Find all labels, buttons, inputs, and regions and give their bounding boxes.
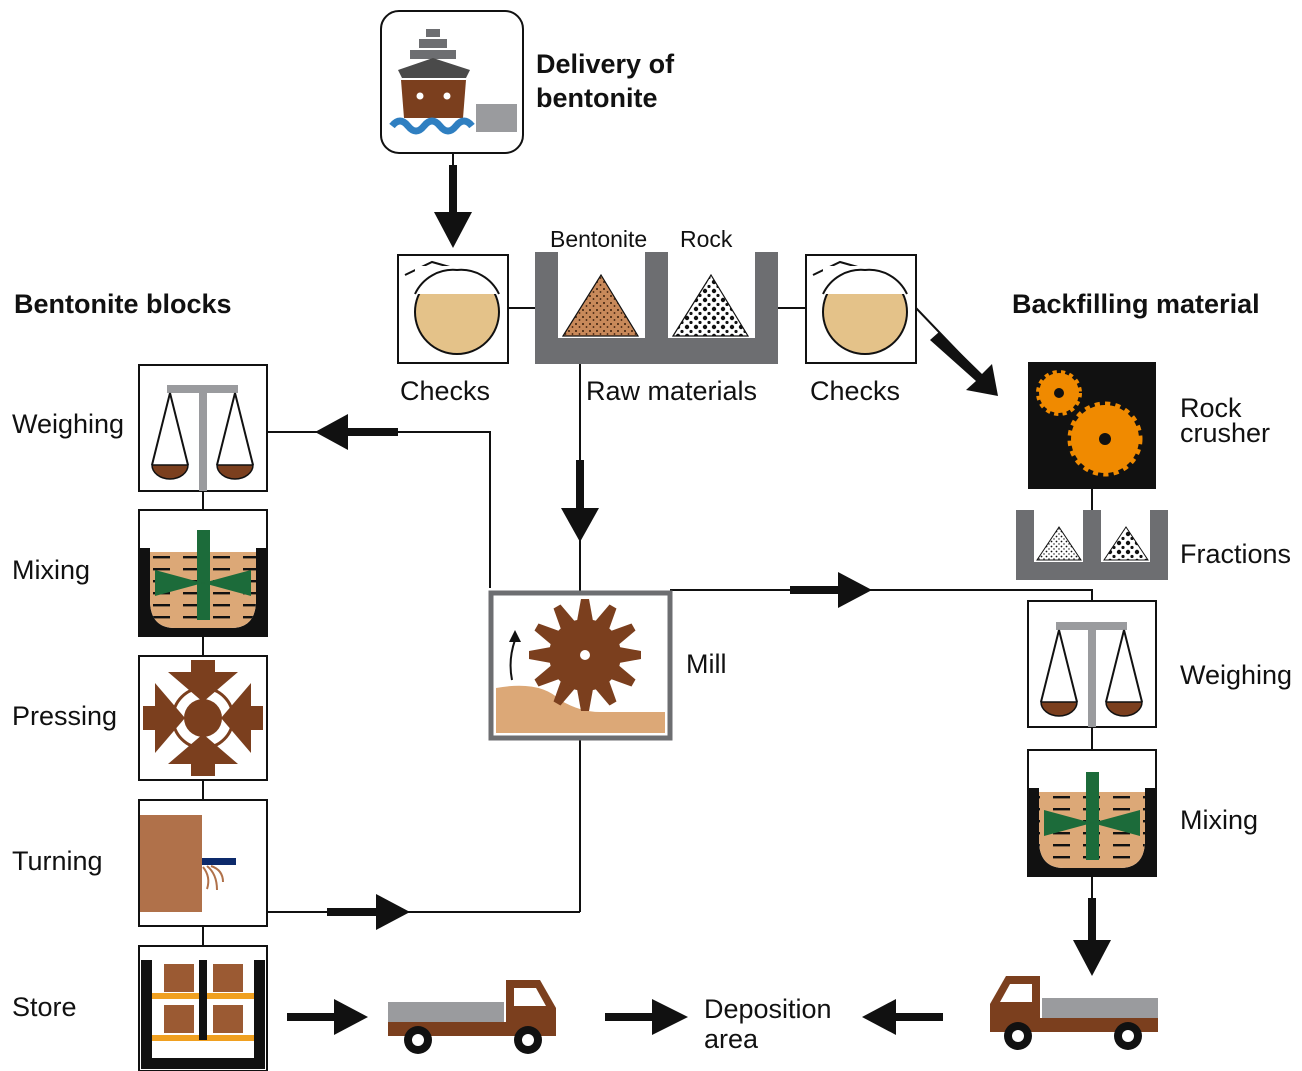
label-weighing-left: Weighing — [12, 409, 125, 439]
label-checks-left: Checks — [400, 376, 491, 406]
label-rock-crusher-line1: Rock — [1180, 393, 1242, 423]
rock-crusher-icon — [1028, 362, 1156, 489]
heading-backfilling-material: Backfilling material — [1012, 289, 1260, 319]
heading-delivery-line2: bentonite — [536, 83, 658, 113]
label-mill: Mill — [686, 649, 727, 679]
mill-icon — [488, 590, 673, 741]
heading-delivery-line1: Delivery of — [536, 49, 675, 79]
label-mixing-right: Mixing — [1180, 805, 1259, 835]
arrow-turning-to-mill — [376, 894, 410, 930]
label-store: Store — [12, 992, 77, 1022]
scale-icon-left — [138, 364, 268, 492]
label-checks-right: Checks — [810, 376, 901, 406]
label-rock-crusher-line2: crusher — [1180, 418, 1271, 448]
label-turning: Turning — [12, 846, 103, 876]
arrow-store-to-truck — [334, 999, 368, 1035]
arrow-truck-to-deposition — [652, 999, 688, 1035]
arrows — [287, 165, 1111, 1035]
arrow-mixing-to-truck — [1073, 940, 1111, 976]
arrow-mill-to-weighing — [315, 414, 348, 450]
label-rock: Rock — [680, 226, 733, 252]
ship-icon — [380, 10, 524, 154]
label-bentonite: Bentonite — [550, 226, 648, 252]
mixer-icon-right — [1027, 749, 1157, 877]
label-fractions: Fractions — [1180, 539, 1292, 569]
arrow-backfill-truck-to-deposition — [862, 999, 896, 1035]
store-icon — [138, 945, 268, 1071]
checks-left-icon — [397, 254, 509, 364]
label-deposition-line2: area — [704, 1024, 759, 1054]
label-deposition-line1: Deposition — [704, 994, 832, 1024]
mixer-icon-left — [138, 509, 268, 637]
truck-right-icon — [990, 976, 1158, 1050]
label-weighing-right: Weighing — [1180, 660, 1293, 690]
arrow-mill-to-backfill — [838, 572, 872, 608]
lathe-icon — [138, 799, 268, 927]
fractions-bins — [1016, 510, 1168, 580]
truck-left-icon — [388, 980, 556, 1054]
label-raw-materials: Raw materials — [586, 376, 758, 406]
label-mixing-left: Mixing — [12, 555, 91, 585]
checks-right-icon — [805, 254, 917, 364]
press-icon — [138, 655, 268, 781]
arrow-checks-to-crusher — [930, 332, 998, 396]
arrow-raw-to-mill — [561, 508, 599, 542]
heading-bentonite-blocks: Bentonite blocks — [14, 289, 232, 319]
arrow-delivery-to-checks — [434, 212, 472, 248]
label-pressing: Pressing — [12, 701, 118, 731]
scale-icon-right — [1027, 600, 1157, 728]
raw-materials-bins — [535, 252, 778, 364]
